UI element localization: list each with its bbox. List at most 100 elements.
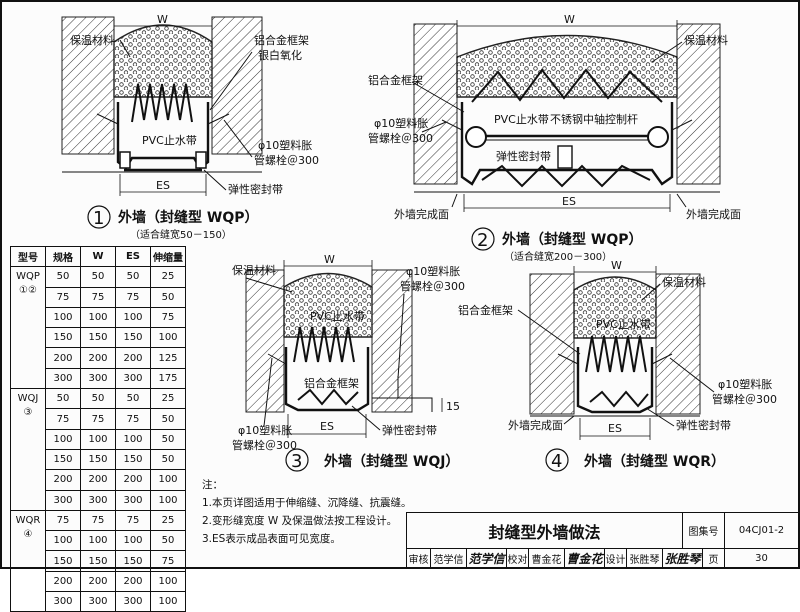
svg-text:3: 3 [291,451,302,472]
checker-signature: 曹金花 [565,549,605,568]
detail-3-title: 外墙（封缝型 WQJ） [324,453,459,470]
label-ss-rod: 不锈钢中轴控制杆 [550,112,638,126]
pvc-band [585,335,647,373]
dim-w: W [611,259,622,272]
detail-2-marker [471,227,495,251]
label-al-frame: 铝合金框架 [254,33,309,47]
label-anchor-2: 管螺栓＠300 [368,131,433,145]
anchor-bolt [96,113,119,125]
pvc-band [471,68,663,103]
label-anchor-4: 管螺栓＠300 [232,438,297,452]
label-al-frame: 铝合金框架 [304,376,359,390]
aluminium-frame [576,347,654,414]
svg-text:2: 2 [477,230,488,251]
wall-left [61,16,115,155]
atlas-label: 图集号 [683,513,725,549]
checker: 曹金花 [529,549,565,568]
label-elastic-seal: 弹性密封带 [228,182,283,196]
wall-right [655,273,701,415]
label-anchor-2: 管螺栓＠300 [254,153,319,167]
page-number: 30 [725,549,799,568]
detail-4-marker [545,448,569,472]
dim-es: ES [156,179,170,192]
label-anchor-2: 管螺栓＠300 [712,392,777,406]
svg-text:1: 1 [93,208,104,229]
detail-1: W ES 保温材料 铝合金框架 银白氧化 PVC止水带 φ10塑料胀 管螺栓＠3… [61,13,319,241]
detail-2-range: （适合缝宽200－300） [504,250,612,263]
elastic-seal [481,164,651,188]
pvc-band [293,326,355,363]
title-block: 封缝型外墙做法 图集号 04CJ01-2 审核 范学信 范学信 校对 曹金花 曹… [406,512,799,568]
elastic-seal [589,390,649,408]
note-1: 1.本页详图适用于伸缩缝、沉降缝、抗震缝。 [202,497,412,509]
label-anodized: 银白氧化 [258,48,302,62]
label-wall-finish-left: 外墙完成面 [394,207,449,221]
designer: 张胜琴 [627,549,663,568]
label-insulation: 保温材料 [232,263,276,277]
label-anchor-3: φ10塑料胀 [238,423,292,437]
label-al-frame: 铝合金框架 [458,303,513,317]
label-anchor-1: φ10塑料胀 [406,264,460,278]
wall-left [413,23,458,185]
label-pvc-band: PVC止水带 [596,318,651,331]
dim-es: ES [608,422,622,435]
label-pvc-band: PVC止水带 [310,310,365,323]
dim-15: 15 [446,400,460,413]
svg-text:4: 4 [551,451,562,472]
label-pvc-band: PVC止水带 [142,134,197,147]
label-elastic-seal: 弹性密封带 [496,149,551,163]
detail-2-title: 外墙（封缝型 WQP） [502,231,642,248]
note-3: 3.ES表示成品表面可见宽度。 [202,533,341,545]
label-elastic-seal: 弹性密封带 [676,418,731,432]
aluminium-frame [284,347,370,412]
detail-1-marker [87,205,111,229]
reviewer-signature: 范学信 [467,549,507,568]
notes: 注： 1.本页详图适用于伸缩缝、沉降缝、抗震缝。 2.变形缝宽度 W 及保温做法… [202,476,412,548]
wall-right [676,23,721,185]
label-al-frame: 铝合金框架 [368,73,423,87]
label-elastic-seal: 弹性密封带 [382,423,437,437]
notes-head: 注： [202,479,223,491]
label-wall-finish-right: 外墙完成面 [686,207,741,221]
label-anchor-1: φ10塑料胀 [374,116,428,130]
dim-w: W [564,13,575,26]
insulation [456,34,678,98]
wall-left [529,273,575,415]
dim-w: W [157,13,168,26]
label-pvc-band: PVC止水带 [494,113,549,126]
wall-right [371,269,413,413]
table-header: 型号 规格 W ES 伸缩量 [10,245,186,268]
pvc-band [131,83,193,123]
label-wall-finish: 外墙完成面 [508,418,563,432]
detail-1-title: 外墙（封缝型 WQP） [118,209,258,226]
wall-left [245,269,285,413]
designer-signature: 张胜琴 [663,549,703,568]
dim-es: ES [320,420,334,433]
label-insulation: 保温材料 [662,275,706,289]
detail-3-marker [285,448,309,472]
wall-right [211,16,263,155]
detail-4-title: 外墙（封缝型 WQR） [584,453,725,470]
label-anchor-1: φ10塑料胀 [258,138,312,152]
dim-w: W [324,253,335,266]
elastic-seal [297,388,359,406]
note-2: 2.变形缝宽度 W 及保温做法按工程设计。 [202,515,398,527]
label-insulation: 保温材料 [684,33,728,47]
detail-2: W ES 保温材料 铝合金框架 PVC止水带 不锈钢中轴控制杆 φ10塑料胀 管… [368,13,741,263]
detail-drawings: W ES 保温材料 铝合金框架 银白氧化 PVC止水带 φ10塑料胀 管螺栓＠3… [61,13,777,472]
atlas-number: 04CJ01-2 [725,513,799,549]
